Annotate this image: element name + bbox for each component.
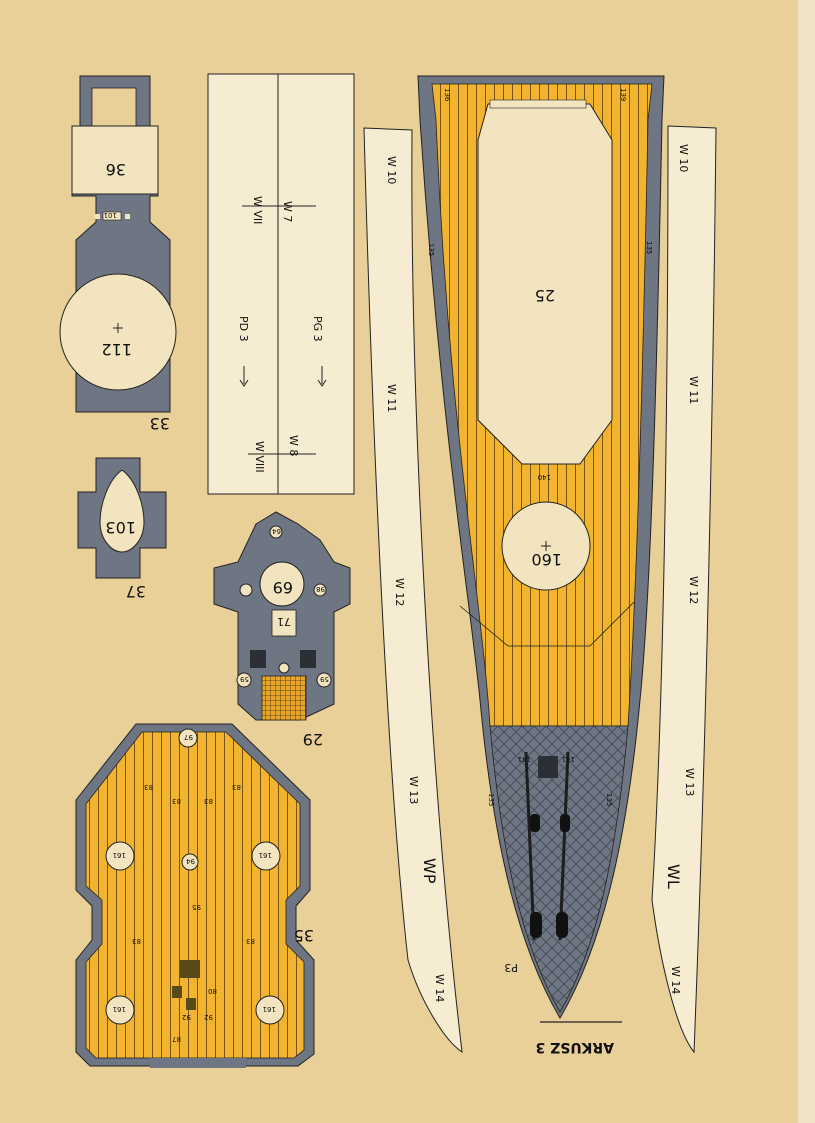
part-160-label: 160 [531, 550, 562, 569]
part-33-base [59, 75, 177, 413]
part-71-label: 71 [277, 615, 291, 628]
part-135-label-a: 135 [427, 243, 435, 256]
label-92-b: 92 [204, 1013, 213, 1021]
label-94: 94 [186, 857, 195, 865]
label-101: 101 [104, 211, 117, 219]
strip-wl-w13: W 13 [683, 768, 696, 796]
part-103-label: 103 [105, 518, 136, 537]
part-140-label: 140 [538, 473, 551, 481]
strip-wl [651, 125, 717, 1054]
strip-wl-w12: W 12 [687, 576, 700, 604]
label-83-d: 83 [232, 783, 241, 791]
strip-wVII-label: W VII [251, 196, 264, 224]
label-97: 97 [184, 733, 193, 741]
label-80: 80 [208, 987, 217, 995]
part-135-label-d: 135 [605, 793, 613, 806]
label-83-c: 83 [144, 783, 153, 791]
strip-pd3-pg3 [207, 73, 355, 495]
label-87: 87 [172, 1035, 181, 1043]
part-135-label-b: 135 [645, 241, 653, 254]
strip-wl-w11: W 11 [687, 376, 700, 404]
label-161-b: 161 [259, 851, 272, 859]
part-36-label: 36 [106, 160, 126, 179]
label-141-b: 141 [562, 755, 575, 763]
label-136: 136 [443, 88, 451, 102]
label-98: 98 [316, 585, 325, 593]
label-92-a: 92 [182, 1013, 191, 1021]
label-161-a: 161 [113, 851, 126, 859]
label-95: 95 [192, 903, 201, 911]
part-35 [75, 723, 315, 1068]
label-139: 139 [619, 88, 627, 101]
label-64: 64 [272, 527, 281, 535]
strip-wp-w12: W 12 [393, 578, 406, 606]
strip-wp-label: WP [420, 858, 439, 884]
label-83-b: 83 [204, 797, 213, 805]
label-161-d: 161 [263, 1005, 276, 1013]
label-141-a: 141 [518, 755, 531, 763]
strip-pg3-label: PG 3 [311, 316, 324, 342]
part-33-label: 33 [150, 414, 170, 433]
label-59-left: 59 [240, 675, 249, 683]
label-83-f: 83 [246, 937, 255, 945]
part-29-label: 29 [303, 730, 323, 749]
part-112-label: 112 [101, 340, 132, 359]
strip-w8-label: W 8 [287, 435, 300, 456]
strip-wp-w10: W 10 [385, 156, 398, 184]
part-35-label: 35 [294, 926, 314, 945]
part-29 [213, 511, 351, 721]
part-25-hull [417, 75, 665, 1019]
part-37-label: 37 [126, 582, 146, 601]
part-135-label-c: 135 [487, 793, 495, 806]
strip-wl-label: WL [664, 864, 683, 889]
part-25-label: 25 [535, 286, 555, 305]
part-36-flap [71, 125, 159, 195]
strip-wp [363, 127, 463, 1054]
strip-wVIII-label: W VIII [253, 441, 266, 473]
paper-right-edge [798, 0, 815, 1123]
strip-wl-w14: W 14 [669, 966, 682, 994]
part-69-label: 69 [273, 578, 293, 597]
label-161-c: 161 [113, 1005, 126, 1013]
label-59-right: 59 [320, 675, 329, 683]
part-p3-label: P3 [504, 961, 518, 974]
part-29-grate [261, 675, 307, 721]
strip-w7-label: W 7 [281, 201, 294, 222]
part-37 [77, 457, 167, 579]
strip-wp-w13: W 13 [407, 776, 420, 804]
strip-pd3-label: PD 3 [237, 316, 250, 342]
label-83-e: 83 [132, 937, 141, 945]
strip-wp-w11: W 11 [385, 384, 398, 412]
label-83-a: 83 [172, 797, 181, 805]
strip-wl-w10: W 10 [677, 144, 690, 172]
sheet-title: ARKUSZ 3 [536, 1039, 614, 1055]
strip-wp-w14: W 14 [433, 974, 446, 1002]
